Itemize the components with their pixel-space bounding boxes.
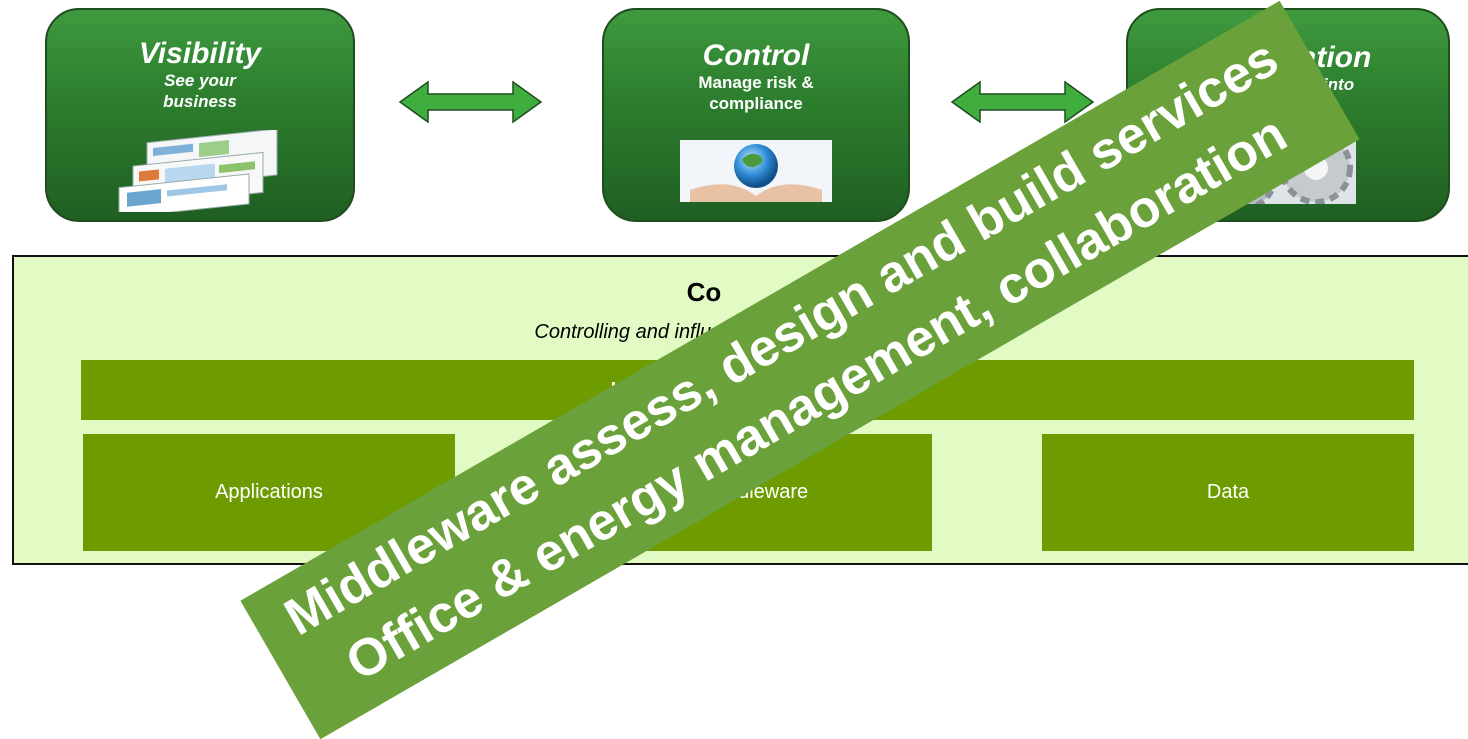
double-arrow-icon xyxy=(398,80,543,124)
foundation-title: Co xyxy=(686,277,722,307)
visibility-subtitle: See your business xyxy=(163,71,237,111)
control-subtitle: Manage risk & compliance xyxy=(698,73,814,113)
dashboard-screenshots-image xyxy=(118,130,278,212)
visibility-pillar: Visibility See your business xyxy=(45,8,355,222)
control-pillar: Control Manage risk & compliance xyxy=(602,8,910,222)
double-arrow-icon-2 xyxy=(950,80,1095,124)
visibility-title: Visibility xyxy=(138,37,262,70)
data-box: Data xyxy=(1042,434,1414,551)
control-title: Control xyxy=(702,39,810,72)
globe-in-hands-image xyxy=(680,140,832,202)
